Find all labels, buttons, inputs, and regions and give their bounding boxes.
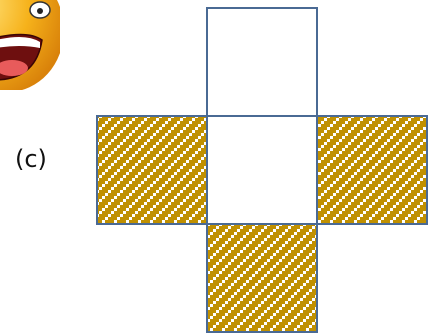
right-square	[317, 116, 427, 224]
center-square	[207, 116, 317, 224]
left-square	[97, 116, 207, 224]
top-square	[207, 8, 317, 116]
bottom-square	[207, 224, 317, 332]
